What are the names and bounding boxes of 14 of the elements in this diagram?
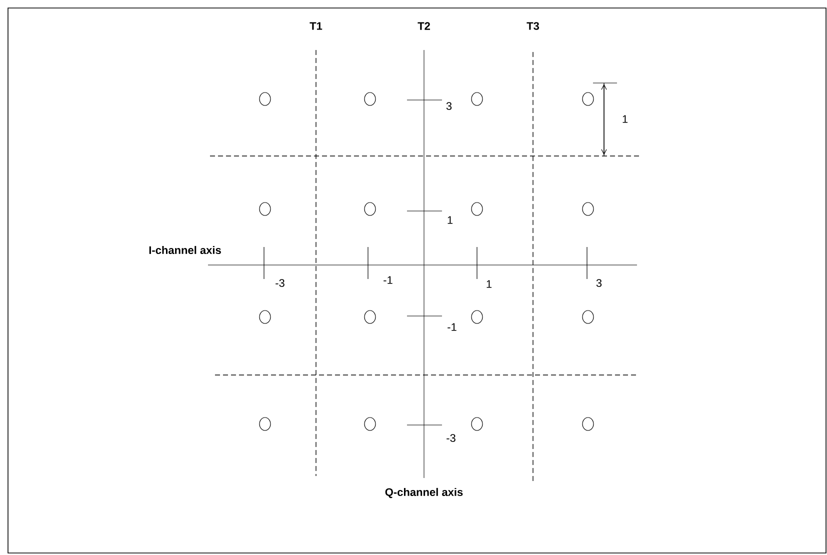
tick-label: -1 [448, 323, 456, 331]
tick-label: 3 [446, 102, 452, 110]
dimension-label: 1 [622, 115, 628, 123]
axis-label: I-channel axis [149, 246, 221, 254]
tick-label: 3 [596, 279, 602, 287]
axis-label: Q-channel axis [385, 488, 463, 498]
threshold-label: T1 [310, 22, 322, 30]
threshold-label: T3 [526, 22, 540, 30]
tick-label: -3 [446, 434, 456, 442]
tick-label: -1 [384, 276, 392, 284]
threshold-label: T2 [418, 22, 430, 30]
tick-label: 1 [486, 280, 492, 288]
tick-label: -3 [276, 279, 284, 287]
tick-label: 1 [448, 216, 453, 224]
